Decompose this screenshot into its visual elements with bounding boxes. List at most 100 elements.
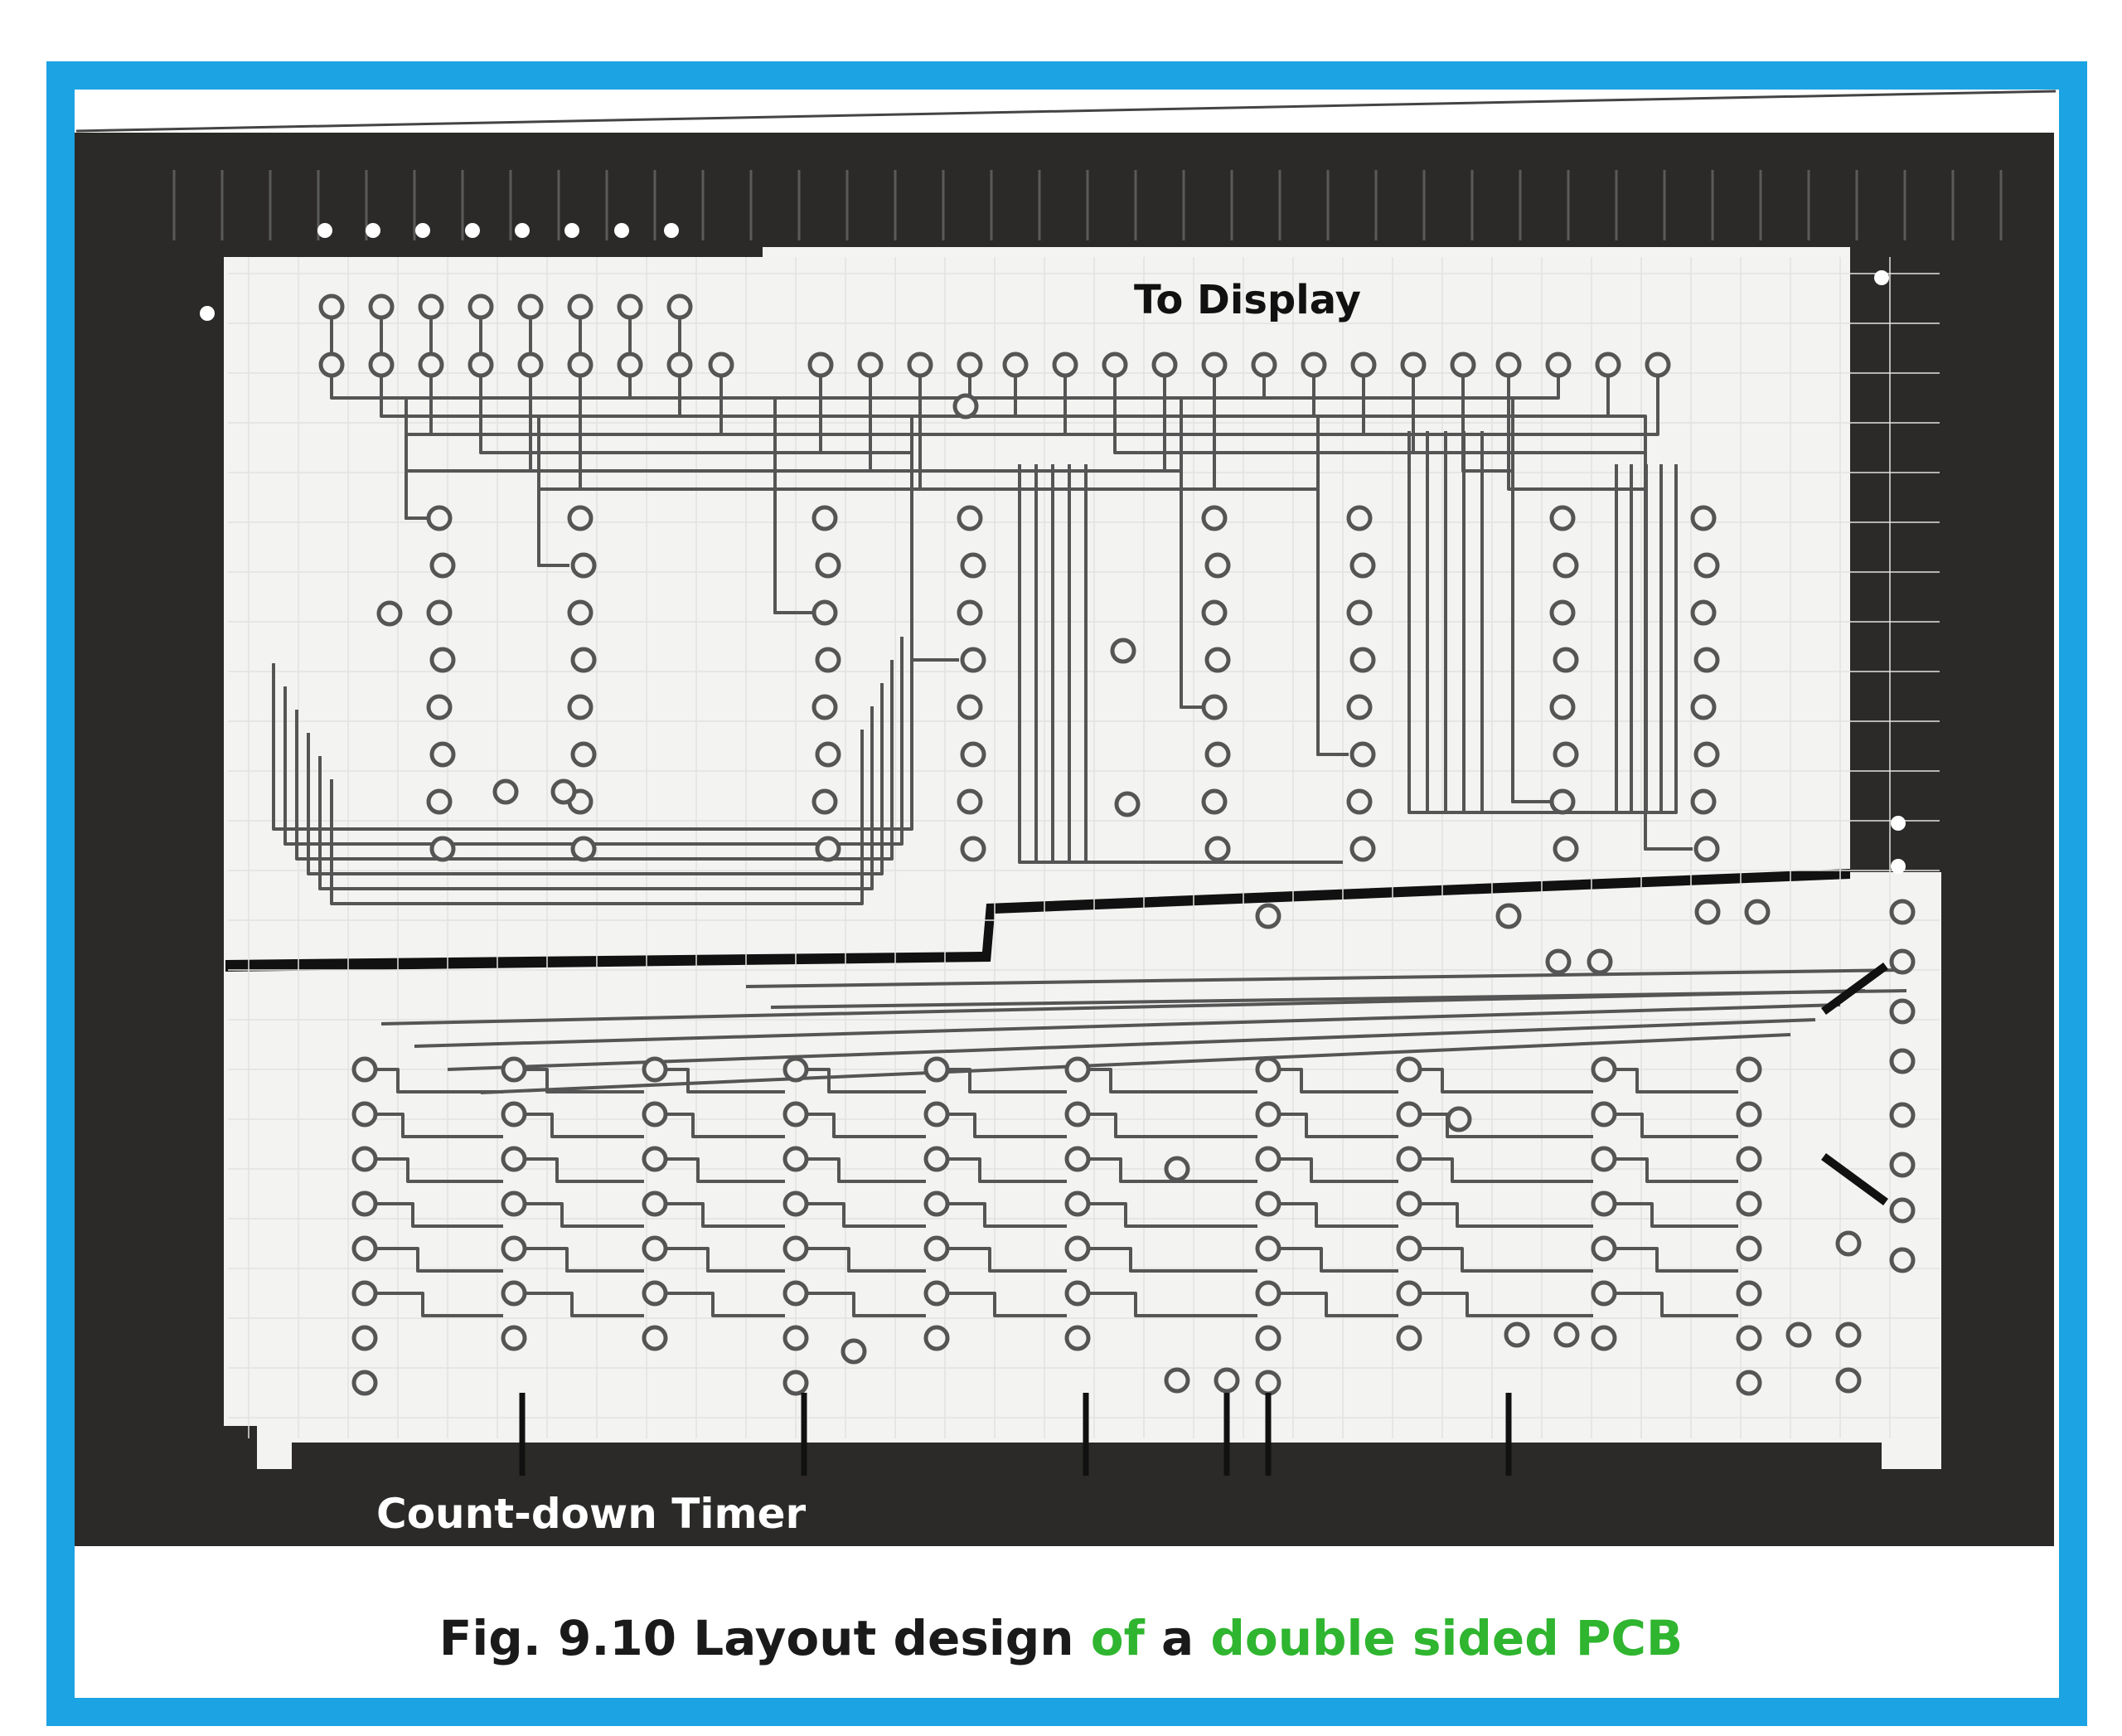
copper-pad <box>1889 998 1916 1025</box>
copper-trace <box>1420 1068 1593 1093</box>
copper-pad <box>318 293 345 320</box>
edge-holes <box>200 223 1906 874</box>
jumper-wire <box>1821 1152 1888 1206</box>
copper-pad <box>1346 694 1373 720</box>
copper-pad <box>923 1056 950 1083</box>
copper-trace <box>525 1202 644 1228</box>
copper-pad <box>1693 836 1720 862</box>
copper-pad <box>1690 694 1717 720</box>
copper-pad <box>1693 647 1720 673</box>
copper-pad <box>376 600 403 627</box>
copper-pad <box>368 352 395 378</box>
copper-pad <box>782 1146 809 1172</box>
copper-pad <box>567 352 593 378</box>
copper-pad <box>1064 1280 1091 1307</box>
copper-trace <box>1480 431 1678 814</box>
copper-pad <box>642 1190 668 1217</box>
copper-pad <box>351 1280 378 1307</box>
copper-trace <box>770 989 1907 1009</box>
copper-trace <box>666 1113 785 1138</box>
copper-trace <box>307 683 884 875</box>
copper-pad <box>1396 1056 1422 1083</box>
copper-pad <box>1591 1146 1617 1172</box>
edge-hole <box>564 223 579 238</box>
copper-pad <box>550 778 577 805</box>
copper-pad <box>1591 1235 1617 1262</box>
copper-pad <box>1064 1325 1091 1351</box>
copper-trace <box>1316 376 1415 756</box>
copper-trace <box>1279 1292 1398 1317</box>
copper-pad <box>1693 552 1720 579</box>
copper-pad <box>857 352 884 378</box>
copper-pad <box>1110 638 1136 664</box>
copper-pad <box>1064 1146 1091 1172</box>
copper-pad <box>1255 1235 1281 1262</box>
copper-pad <box>1204 647 1231 673</box>
copper-trace <box>1279 1113 1398 1138</box>
copper-pad <box>1255 1370 1281 1396</box>
copper-pad <box>1349 741 1376 768</box>
copper-pad <box>1204 836 1231 862</box>
copper-pad <box>666 293 693 320</box>
copper-trace <box>480 1033 1791 1094</box>
copper-pad <box>815 741 841 768</box>
copper-pad <box>567 505 593 531</box>
copper-pad <box>1645 352 1671 378</box>
copper-trace <box>525 1292 644 1317</box>
copper-pad <box>1736 1056 1762 1083</box>
copper-trace <box>330 730 864 905</box>
copper-trace <box>1615 1068 1738 1093</box>
edge-hole <box>614 223 629 238</box>
copper-pad <box>1450 352 1476 378</box>
copper-pad <box>1204 741 1231 768</box>
copper-pad <box>815 647 841 673</box>
copper-trace <box>666 1202 785 1228</box>
page-edge-line <box>75 90 2057 133</box>
copper-pad <box>1346 599 1373 626</box>
copper-pad <box>1553 647 1579 673</box>
copper-trace <box>375 1068 503 1093</box>
copper-pad <box>501 1190 527 1217</box>
copper-pad <box>429 647 456 673</box>
copper-pad <box>1549 788 1576 815</box>
copper-pad <box>429 552 456 579</box>
copper-pad <box>782 1235 809 1262</box>
copper-trace <box>1279 1068 1398 1093</box>
copper-trace <box>525 1068 644 1093</box>
copper-trace <box>1420 1157 1593 1183</box>
edge-hole <box>1891 816 1906 831</box>
copper-pad <box>1064 1056 1091 1083</box>
copper-pad <box>960 552 986 579</box>
copper-pad <box>1744 899 1771 925</box>
copper-pad <box>426 505 453 531</box>
copper-pad <box>1545 948 1572 975</box>
copper-pad <box>1151 352 1178 378</box>
copper-pad <box>351 1235 378 1262</box>
copper-pad <box>782 1101 809 1127</box>
copper-pad <box>1064 1101 1091 1127</box>
copper-trace <box>947 1292 1067 1317</box>
copper-pad <box>923 1280 950 1307</box>
copper-pad <box>1255 903 1281 929</box>
copper-trace <box>375 1247 503 1273</box>
copper-pad <box>642 1280 668 1307</box>
copper-pad <box>617 293 643 320</box>
copper-pad <box>1201 352 1228 378</box>
copper-pad <box>1164 1156 1190 1182</box>
copper-pad <box>1251 352 1277 378</box>
copper-pad <box>1164 1367 1190 1394</box>
edge-connector-stubs <box>519 962 1888 1476</box>
copper-pad <box>811 505 838 531</box>
copper-pad <box>811 694 838 720</box>
copper-pad <box>907 352 933 378</box>
copper-trace <box>295 660 894 861</box>
copper-pad <box>1549 694 1576 720</box>
copper-pad <box>1694 899 1721 925</box>
count-down-timer-label: Count-down Timer <box>376 1490 807 1538</box>
copper-pad <box>468 293 494 320</box>
copper-pad <box>570 741 597 768</box>
copper-trace <box>1615 1292 1738 1317</box>
edge-hole <box>366 223 380 238</box>
copper-trace <box>1088 1202 1257 1228</box>
